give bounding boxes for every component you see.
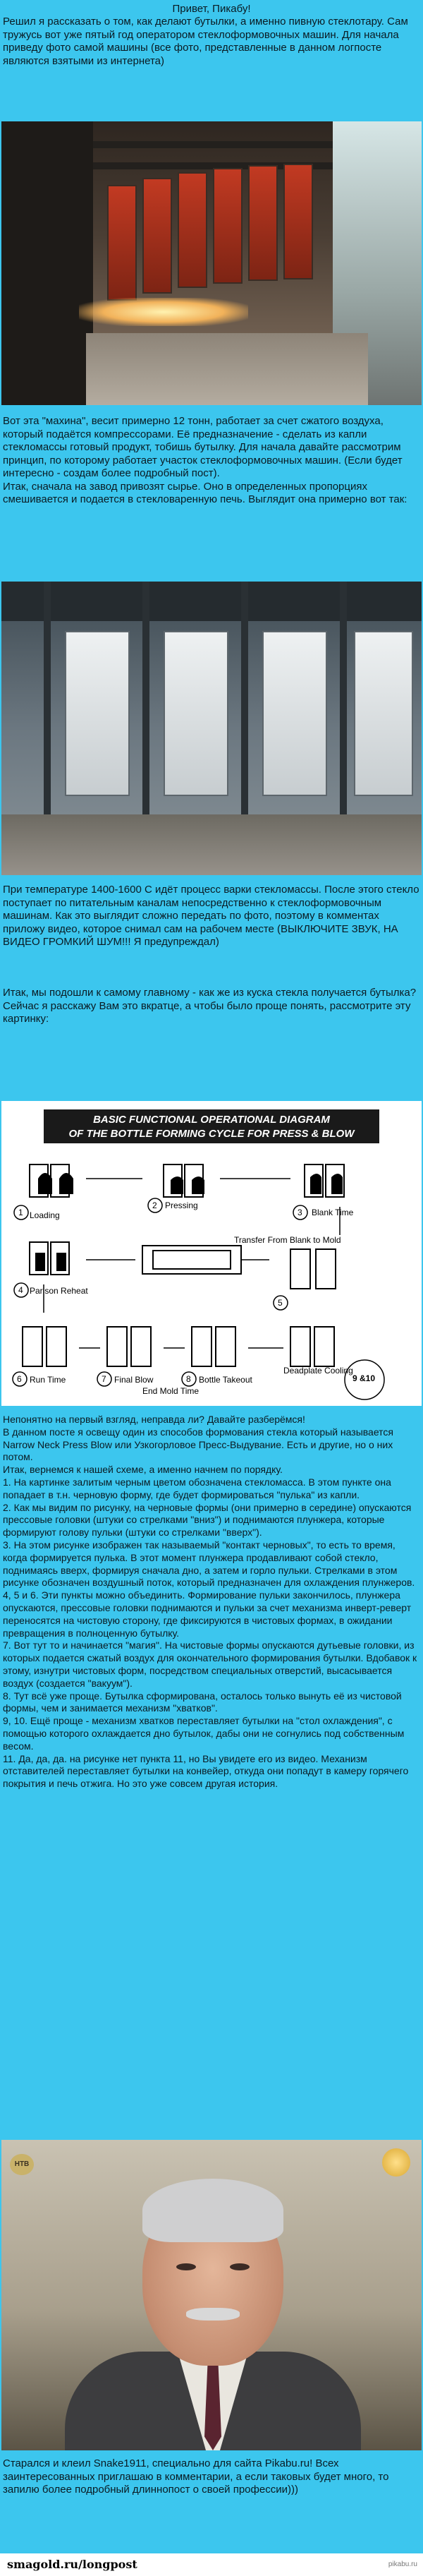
- label-run-time: Run Time: [30, 1375, 66, 1385]
- machine-description: Вот эта "махина", весит примерно 12 тонн…: [3, 415, 407, 505]
- question-paragraph: Итак, мы подошли к самому главному - как…: [3, 987, 419, 1025]
- footer-bar: smagold.ru/longpost pikabu.ru: [0, 2553, 423, 2576]
- presenter-photo: НТВ: [1, 2140, 422, 2450]
- step-num-7: 7: [102, 1374, 106, 1384]
- glass-furnace-photo: [1, 582, 422, 875]
- diagram-title-line1: BASIC FUNCTIONAL OPERATIONAL DIAGRAM: [93, 1114, 330, 1126]
- diagram-title-line2: OF THE BOTTLE FORMING CYCLE FOR PRESS & …: [68, 1128, 355, 1140]
- step-num-3: 3: [298, 1208, 302, 1217]
- diagram-banner: BASIC FUNCTIONAL OPERATIONAL DIAGRAM OF …: [44, 1109, 379, 1143]
- label-parison-reheat: Parison Reheat: [30, 1286, 88, 1296]
- step-num-4: 4: [18, 1285, 23, 1295]
- source-mark: pikabu.ru: [388, 2560, 417, 2568]
- step-num-1: 1: [18, 1208, 23, 1217]
- step-num-6: 6: [17, 1374, 22, 1384]
- forming-machine-photo: [1, 121, 422, 405]
- label-loading: Loading: [30, 1210, 60, 1220]
- label-bottle-takeout: Bottle Takeout: [199, 1375, 252, 1385]
- diagram-drawing: [12, 1164, 385, 1400]
- melting-paragraph: При температуре 1400-1600 С идёт процесс…: [3, 884, 422, 948]
- label-end-mold-time: End Mold Time: [142, 1386, 200, 1396]
- label-transfer: Transfer From Blank to Mold: [234, 1235, 341, 1245]
- label-final-blow: Final Blow: [114, 1375, 154, 1385]
- watermark: smagold.ru/longpost: [7, 2558, 137, 2571]
- post-title: Привет, Пикабу!: [172, 3, 251, 15]
- bottle-forming-diagram: BASIC FUNCTIONAL OPERATIONAL DIAGRAM OF …: [1, 1101, 422, 1406]
- step-num-5: 5: [278, 1298, 283, 1308]
- step-num-2: 2: [152, 1200, 157, 1210]
- step-num-9-10: 9 &10: [352, 1373, 376, 1383]
- corner-badge: [382, 2148, 410, 2177]
- step-num-8: 8: [186, 1374, 191, 1384]
- explanation-paragraph: Непонятно на первый взгляд, неправда ли?…: [3, 1414, 417, 1790]
- intro-paragraph: Решил я рассказать о том, как делают бут…: [3, 16, 411, 67]
- closing-paragraph: Старался и клеил Snake1911, специально д…: [3, 2457, 392, 2496]
- label-pressing: Pressing: [165, 1200, 198, 1210]
- label-deadplate-cooling: Deadplate Cooling: [283, 1366, 353, 1376]
- label-blank-time: Blank Time: [312, 1208, 354, 1217]
- channel-logo: НТВ: [10, 2154, 34, 2175]
